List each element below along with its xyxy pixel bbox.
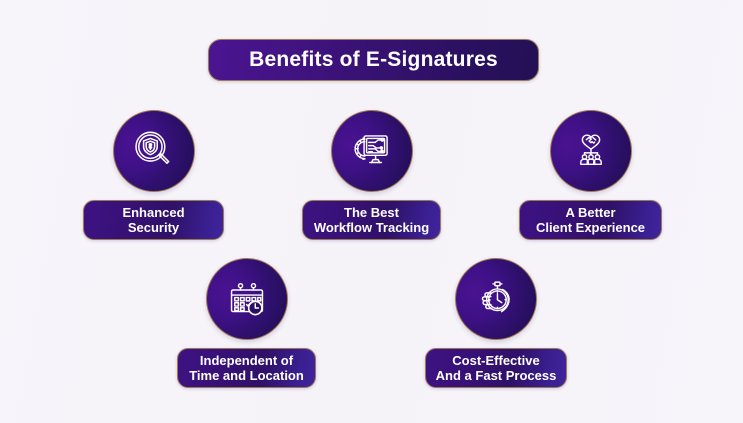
benefit-label-line2: Client Experience [535, 220, 646, 235]
benefit-item-client-experience[interactable]: A Better Client Experience [519, 110, 662, 240]
calendar-clock-icon [230, 282, 263, 316]
benefit-item-enhanced-security[interactable]: Enhanced Security [83, 110, 224, 240]
benefit-label-line2: Workflow Tracking [313, 220, 430, 235]
benefit-label-pill[interactable]: Cost-Effective And a Fast Process [425, 348, 567, 388]
benefit-label-pill[interactable]: Independent of Time and Location [177, 348, 316, 388]
page-title: Benefits of E-Signatures [249, 48, 498, 71]
icon-circle [330, 110, 413, 192]
benefit-item-time-location[interactable]: Independent of Time and Location [177, 258, 316, 388]
icon-circle [549, 110, 632, 192]
benefit-label-line1: A Better [565, 205, 616, 220]
benefit-label-line1: The Best [344, 205, 399, 220]
shield-magnifier-icon [134, 131, 169, 164]
benefit-item-workflow-tracking[interactable]: The Best Workflow Tracking [302, 110, 441, 240]
benefit-label-line2: Time and Location [189, 368, 304, 383]
icon-circle [112, 110, 195, 192]
benefit-label-line2: Security [127, 220, 180, 235]
benefit-label-pill[interactable]: The Best Workflow Tracking [302, 200, 441, 240]
benefit-label-line1: Independent of [199, 353, 294, 368]
benefit-label-line2: And a Fast Process [435, 368, 557, 383]
benefit-item-cost-effective[interactable]: Cost-Effective And a Fast Process [425, 258, 567, 388]
page-title-banner: Benefits of E-Signatures [208, 39, 539, 81]
hand-stopwatch-icon [481, 281, 510, 313]
benefit-label-line1: Cost-Effective [452, 353, 540, 368]
benefit-label-pill[interactable]: Enhanced Security [83, 200, 224, 240]
benefit-label-pill[interactable]: A Better Client Experience [519, 200, 662, 240]
benefit-label-line1: Enhanced [122, 205, 185, 220]
icon-circle [455, 258, 537, 340]
monitor-gear-circuit-icon [353, 135, 388, 164]
icon-circle [205, 258, 288, 340]
handshake-heart-team-icon [579, 134, 602, 166]
